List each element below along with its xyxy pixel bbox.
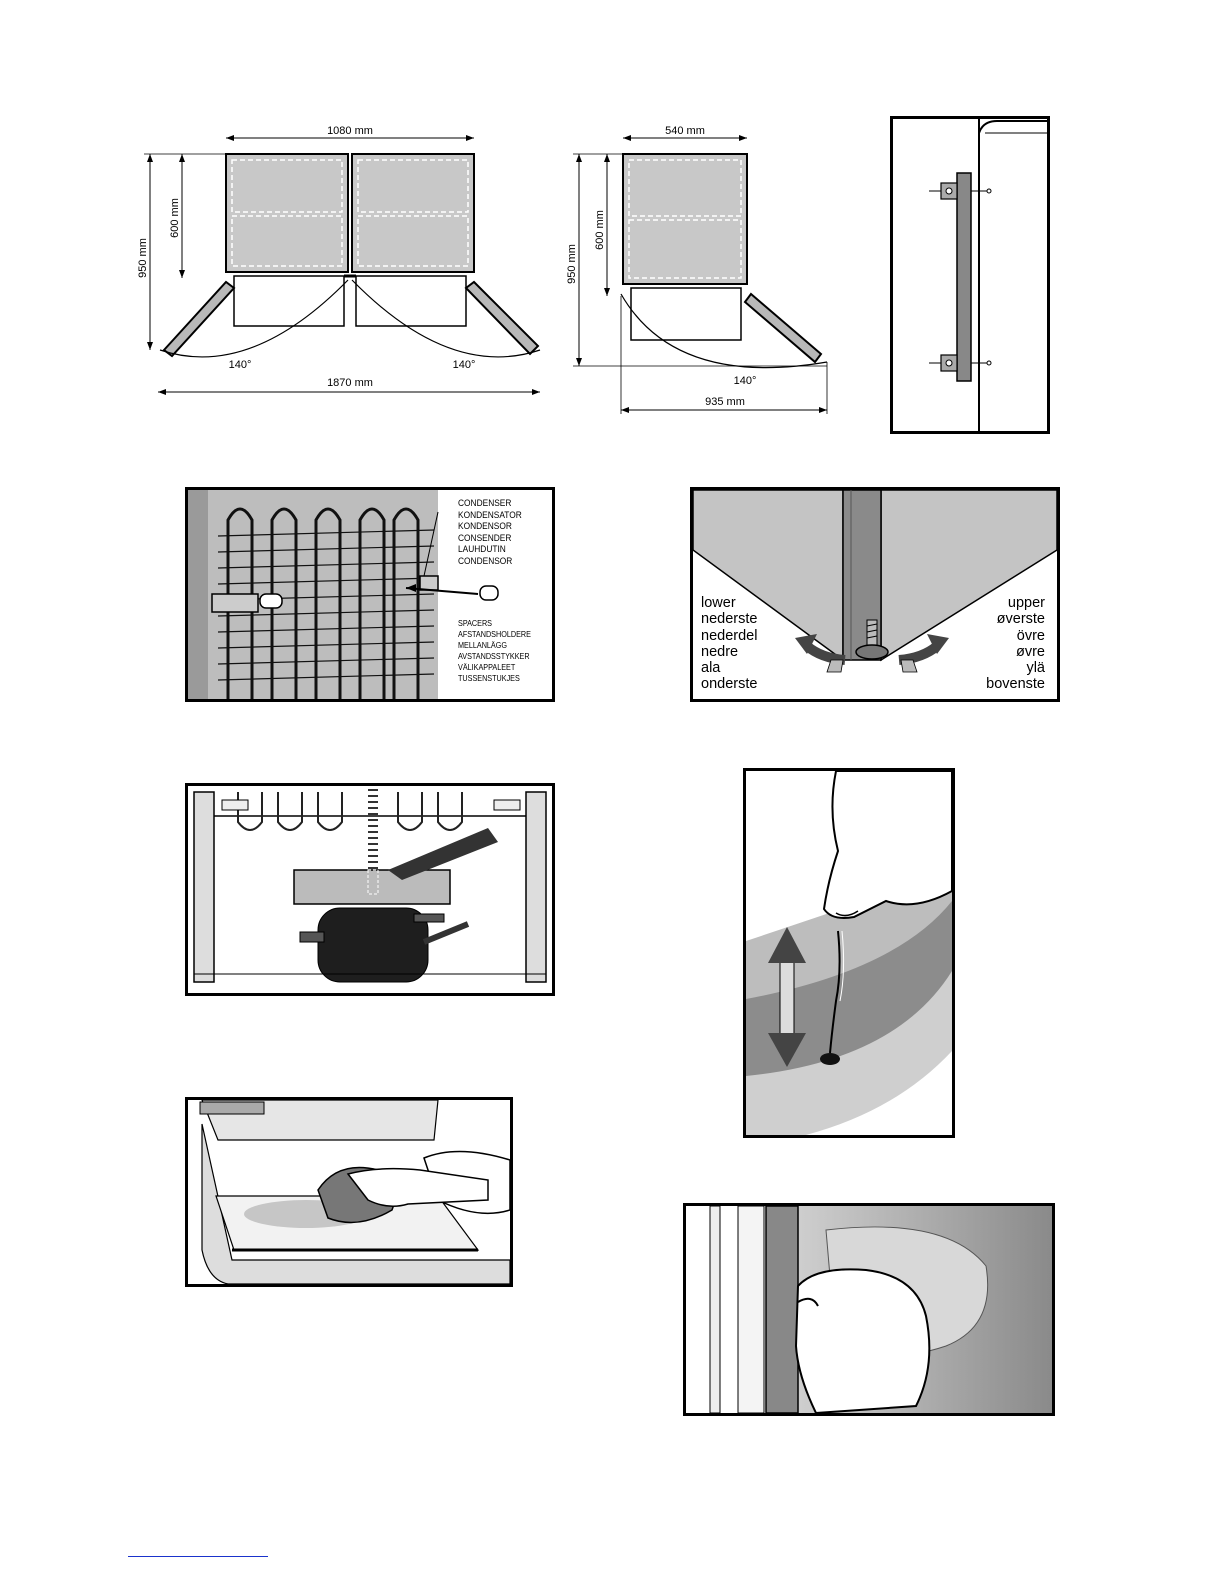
spacer-label: MELLANLÄGG [458,640,531,651]
spacer-label: AVSTANDSSTYKKER [458,651,531,662]
double-height-inner-label: 600 mm [169,198,181,238]
hand [824,771,952,918]
evaporation-tray [294,870,450,904]
door-seal-illustration [683,1203,1055,1416]
spacer-label: SPACERS [458,618,531,629]
cleaning-cloth-illustration [185,1097,513,1287]
condenser-labels: CONDENSER KONDENSATOR KONDENSOR CONSENDE… [458,498,522,567]
double-door-dimension-diagram: 1080 mm 950 mm 600 mm 140° 140° 1870 mm [130,118,550,408]
leveling-right-labels: upper øverste övre øvre ylä bovenste [986,595,1045,693]
handle-installation-illustration [890,116,1050,434]
condenser-spacers-illustration: CONDENSER KONDENSATOR KONDENSOR CONSENDE… [185,487,555,702]
spacer-label: VÄLIKAPPALEET [458,662,531,673]
double-door-diagram-svg: 1080 mm 950 mm 600 mm 140° 140° 1870 mm [130,118,550,408]
lower-label: nederdel [701,628,757,644]
condenser-label: KONDENSATOR [458,510,522,522]
handle-svg [893,119,1047,431]
condenser-label: CONDENSER [458,498,522,510]
compressor-drain-illustration [185,783,555,996]
drain-hole-cleaning-illustration [743,768,955,1138]
upper-label: bovenste [986,676,1045,692]
lower-label: nederste [701,611,757,627]
door-seal-svg [686,1206,1052,1413]
single-total-width-label: 935 mm [705,396,745,408]
drain-cleaning-svg [746,771,952,1135]
double-angle-left-label: 140° [229,359,252,371]
single-height-inner-label: 600 mm [594,210,606,250]
compressor-svg [188,786,552,993]
spacer-label: TUSSENSTUKJES [458,673,531,684]
left-cabinet [226,154,348,272]
lower-label: ala [701,660,757,676]
double-angle-right-label: 140° [453,359,476,371]
lower-label: onderste [701,676,757,692]
condenser-label: LAUHDUTIN [458,544,522,556]
single-swung-door [745,294,821,362]
leveling-feet-illustration: lower nederste nederdel nedre ala onders… [690,487,1060,702]
upper-label: upper [986,595,1045,611]
double-height-total-label: 950 mm [137,238,149,278]
upper-label: øvre [986,644,1045,660]
single-door-diagram-svg: 540 mm 950 mm 600 mm 140° 935 mm [565,118,845,418]
compressor-body [318,908,428,982]
lower-label: nedre [701,644,757,660]
upper-label: ylä [986,660,1045,676]
footer-link-underline [128,1556,268,1557]
condenser-label: CONSENDER [458,533,522,545]
right-cabinet [352,154,474,272]
leveling-left-labels: lower nederste nederdel nedre ala onders… [701,595,757,693]
upper-label: øverste [986,611,1045,627]
single-cabinet [623,154,747,284]
single-height-total-label: 950 mm [566,244,578,284]
right-swung-door [466,282,538,354]
cleaning-cloth-svg [188,1100,510,1284]
hand [796,1269,929,1413]
condenser-label: KONDENSOR [458,521,522,533]
door-handle [957,173,971,381]
door-gasket [766,1206,798,1413]
single-door-dimension-diagram: 540 mm 950 mm 600 mm 140° 935 mm [565,118,845,418]
spacer-labels: SPACERS AFSTANDSHOLDERE MELLANLÄGG AVSTA… [458,618,531,684]
single-width-label: 540 mm [665,125,705,137]
condenser-label: CONDENSOR [458,556,522,568]
double-width-label: 1080 mm [327,125,373,137]
left-swung-door [164,282,234,356]
double-total-width-label: 1870 mm [327,377,373,389]
single-angle-label: 140° [734,375,757,387]
lower-label: lower [701,595,757,611]
spacer-label: AFSTANDSHOLDERE [458,629,531,640]
upper-label: övre [986,628,1045,644]
